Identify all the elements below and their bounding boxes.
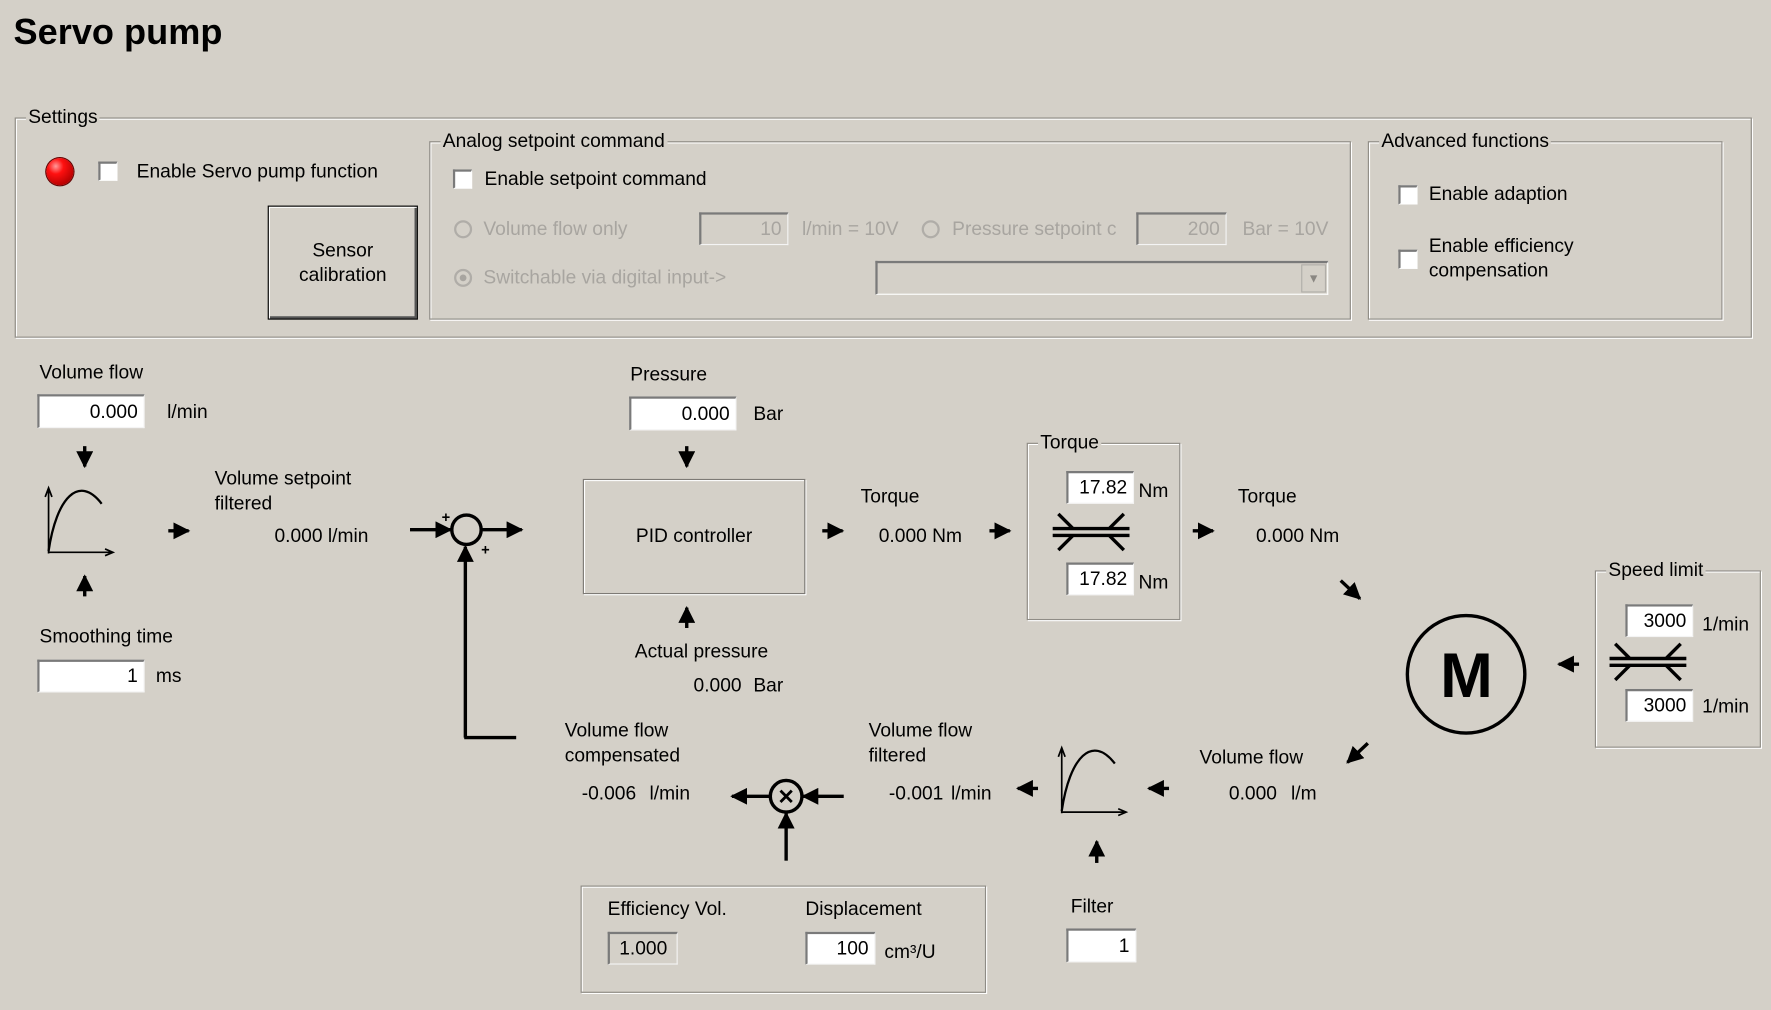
settings-group: Settings — [14, 106, 1752, 338]
speed-upper-unit: 1/min — [1702, 613, 1750, 635]
motor-label: M — [1440, 639, 1493, 711]
pressure-scale-input[interactable] — [1136, 212, 1227, 246]
actual-pressure-unit: Bar — [753, 674, 784, 696]
analog-setpoint-group: Analog setpoint command — [429, 129, 1351, 320]
torque-upper-unit: Nm — [1138, 480, 1169, 502]
switchable-label: Switchable via digital input-> — [483, 266, 727, 289]
arrow-diag-icon — [1339, 579, 1362, 600]
smoothing-time-input[interactable] — [37, 659, 145, 693]
svg-text:+: + — [442, 510, 451, 526]
volume-flow-only-radio[interactable] — [454, 220, 473, 239]
pid-controller-block: PID controller — [582, 478, 806, 595]
enable-efficiency-label-2[interactable]: compensation — [1428, 259, 1549, 282]
displacement-label: Displacement — [805, 897, 922, 920]
speed-lower-unit: 1/min — [1702, 695, 1750, 718]
summing-junction-icon: + + — [442, 510, 490, 559]
volume-flow-unit: l/min — [167, 400, 208, 423]
volume-flow-compensated-label-1: Volume flow — [564, 719, 669, 741]
speed-limiter-icon — [1609, 642, 1687, 682]
actual-pressure-label: Actual pressure — [634, 640, 769, 662]
enable-setpoint-label[interactable]: Enable setpoint command — [484, 168, 707, 190]
volume-flow-scale-unit: l/min = 10V — [801, 217, 899, 240]
pid-controller-label: PID controller — [635, 525, 753, 547]
enable-setpoint-checkbox[interactable] — [452, 169, 473, 189]
efficiency-vol-label: Efficiency Vol. — [607, 897, 727, 920]
pressure-label: Pressure — [630, 363, 708, 386]
volume-flow-scale-input[interactable] — [699, 212, 789, 246]
torque-limit-group: Torque — [1026, 431, 1181, 621]
smoothing-time-label: Smoothing time — [39, 625, 173, 648]
digital-input-select[interactable]: ▼ — [875, 260, 1329, 295]
enable-adaption-label[interactable]: Enable adaption — [1428, 182, 1568, 205]
svg-text:+: + — [481, 543, 490, 559]
filter-curve-icon — [1057, 745, 1129, 817]
torque-lower-limit-input[interactable] — [1066, 562, 1135, 596]
sensor-calibration-label: Sensor calibration — [299, 238, 387, 286]
advanced-functions-legend: Advanced functions — [1379, 129, 1552, 153]
displacement-unit: cm³/U — [884, 940, 936, 963]
enable-adaption-checkbox[interactable] — [1398, 185, 1418, 205]
enable-efficiency-checkbox[interactable] — [1398, 249, 1418, 269]
volume-flow-filtered-unit: l/min — [951, 782, 992, 805]
enable-efficiency-label-1[interactable]: Enable efficiency — [1428, 234, 1574, 257]
sensor-calibration-button[interactable]: Sensor calibration — [267, 205, 418, 320]
torque-output-label: Torque — [860, 485, 920, 508]
pressure-unit: Bar — [753, 403, 784, 425]
motor-volume-flow-label: Volume flow — [1199, 746, 1304, 769]
efficiency-vol-field — [607, 931, 678, 965]
torque-upper-limit-input[interactable] — [1066, 471, 1135, 504]
speed-limit-group: Speed limit — [1594, 559, 1761, 748]
volume-flow-filtered-label-1: Volume flow — [868, 719, 973, 741]
speed-upper-limit-input[interactable] — [1625, 604, 1694, 638]
volume-flow-input[interactable] — [37, 394, 145, 429]
page-title: Servo pump — [13, 11, 223, 52]
speed-limit-legend: Speed limit — [1606, 559, 1706, 582]
motor-volume-flow-value: 0.000 — [1228, 782, 1277, 805]
filter-input[interactable] — [1066, 928, 1137, 963]
torque-limit-legend: Torque — [1038, 431, 1102, 455]
displacement-input[interactable] — [805, 931, 876, 965]
filter-curve-icon — [44, 485, 116, 557]
motor-icon — [1405, 613, 1527, 735]
volume-flow-filtered-value: -0.001 — [888, 782, 944, 805]
volume-setpoint-filtered-label-2: filtered — [214, 492, 273, 514]
multiplier-icon — [768, 778, 804, 814]
motor-volume-flow-unit: l/m — [1291, 782, 1317, 805]
enable-servo-checkbox[interactable] — [98, 161, 118, 181]
volume-flow-compensated-value: -0.006 — [581, 782, 637, 805]
volume-flow-filtered-label-2: filtered — [868, 744, 927, 766]
switchable-radio[interactable] — [454, 268, 473, 287]
torque-limiter-icon — [1052, 512, 1130, 552]
torque-output-value: 0.000 Nm — [878, 525, 962, 547]
torque-limited-value: 0.000 Nm — [1256, 525, 1340, 547]
torque-lower-unit: Nm — [1138, 571, 1169, 593]
filter-label: Filter — [1070, 895, 1114, 918]
volume-flow-compensated-unit: l/min — [649, 782, 691, 805]
settings-legend: Settings — [25, 106, 100, 129]
analog-setpoint-legend: Analog setpoint command — [440, 129, 668, 153]
pressure-setpoint-radio[interactable] — [921, 220, 940, 239]
status-led-icon — [46, 158, 74, 186]
smoothing-time-unit: ms — [155, 665, 182, 687]
enable-servo-label[interactable]: Enable Servo pump function — [136, 160, 378, 182]
volume-setpoint-filtered-value: 0.000 l/min — [274, 525, 369, 547]
advanced-functions-group: Advanced functions — [1367, 129, 1723, 320]
pressure-setpoint-label: Pressure setpoint c — [952, 217, 1117, 240]
volume-flow-label: Volume flow — [39, 361, 144, 383]
efficiency-group — [580, 885, 987, 993]
speed-lower-limit-input[interactable] — [1625, 688, 1694, 722]
chevron-down-icon[interactable]: ▼ — [1301, 264, 1327, 293]
arrow-diag-icon — [1346, 741, 1369, 764]
actual-pressure-value: 0.000 — [693, 674, 742, 696]
volume-flow-only-label: Volume flow only — [483, 217, 628, 240]
volume-flow-compensated-label-2: compensated — [564, 744, 681, 766]
torque-limited-label: Torque — [1237, 485, 1297, 508]
pressure-input[interactable] — [629, 396, 737, 431]
pressure-scale-unit: Bar = 10V — [1242, 217, 1329, 240]
volume-setpoint-filtered-label-1: Volume setpoint — [214, 467, 352, 490]
